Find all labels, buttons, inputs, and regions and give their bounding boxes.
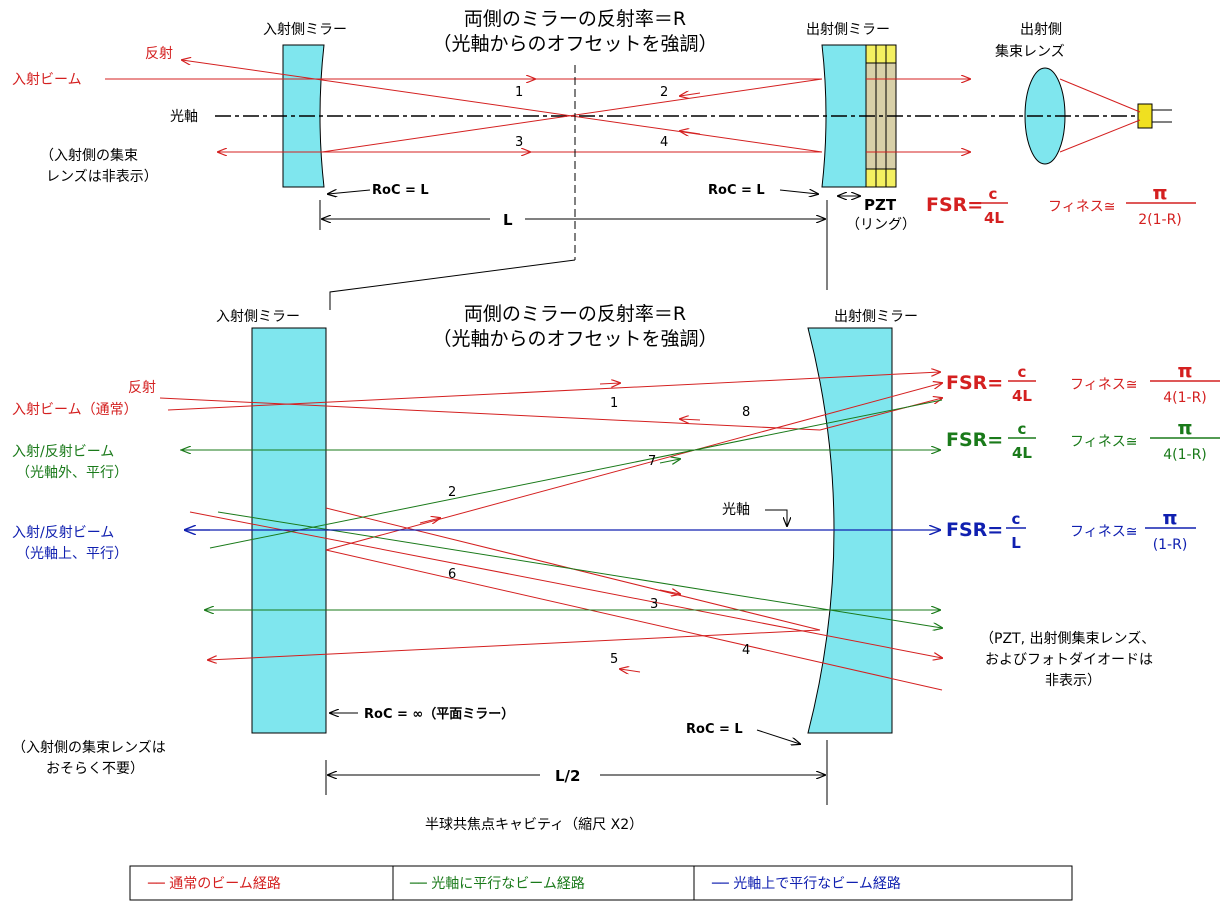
top-fsr-formula: FSR= c 4L [926,185,1008,227]
top-length-label: L [503,211,513,229]
bottom-optical-axis-label: 光軸 [722,502,750,518]
svg-text:フィネス≅: フィネス≅ [1070,524,1137,540]
bottom-ray-num-4: 4 [742,643,750,658]
top-roc-right: RoC = L [708,183,765,198]
svg-text:4L: 4L [984,209,1004,227]
legend-parallel: ── 光軸に平行なビーム経路 [409,876,585,892]
top-finesse-formula: フィネス≅ π 2(1-R) [1048,182,1196,228]
svg-text:FSR=: FSR= [926,194,983,216]
svg-text:4L: 4L [1012,444,1032,462]
svg-text:FSR=: FSR= [946,429,1003,451]
top-ray-num-1: 1 [515,85,523,100]
svg-text:4(1-R): 4(1-R) [1163,447,1207,463]
bottom-formula-red: FSR= c 4L フィネス≅ π 4(1-R) [946,360,1220,406]
bottom-input-beam-label: 入射ビーム（通常） [12,402,138,418]
svg-text:フィネス≅: フィネス≅ [1048,199,1115,215]
bottom-reflect-label: 反射 [128,380,156,396]
top-reflect-label: 反射 [145,46,173,62]
bottom-length-label: L/2 [555,767,580,785]
bottom-title-2: （光軸からのオフセットを強調） [432,328,717,350]
bottom-ray-num-3: 3 [650,597,658,612]
svg-text:FSR=: FSR= [946,372,1003,394]
svg-text:(1-R): (1-R) [1153,537,1188,553]
svg-text:c: c [1012,510,1021,528]
bottom-formula-blue: FSR= c L フィネス≅ π (1-R) [946,507,1196,553]
legend-normal: ── 通常のビーム経路 [147,876,281,892]
top-ray-num-3: 3 [515,135,523,150]
bottom-ray-num-6: 6 [448,567,456,582]
svg-text:π: π [1162,507,1177,529]
svg-text:π: π [1177,417,1192,439]
top-note-1: （入射側の集束 [40,147,138,164]
svg-text:フィネス≅: フィネス≅ [1070,377,1137,393]
svg-text:フィネス≅: フィネス≅ [1070,434,1137,450]
top-title-2: （光軸からのオフセットを強調） [432,33,717,55]
bottom-ray-num-8: 8 [742,405,750,420]
bottom-roc-flat: RoC = ∞（平面ミラー） [364,706,514,722]
bottom-note-out-2: およびフォトダイオードは [985,652,1153,668]
bottom-note-in-2: おそらく不要） [46,761,144,777]
top-output-mirror-label: 出射側ミラー [806,22,890,38]
top-title-1: 両側のミラーの反射率＝R [464,8,686,30]
bottom-ray-num-7: 7 [648,454,656,469]
bottom-offaxis-beam-label-2: （光軸外、平行） [16,465,128,481]
svg-text:c: c [989,185,998,203]
bottom-onaxis-beam-label-2: （光軸上、平行） [16,546,128,562]
svg-text:4L: 4L [1012,387,1032,405]
top-input-beam-label: 入射ビーム [12,72,82,88]
top-output-lens-label-2: 集束レンズ [995,43,1065,60]
legend-on-axis: ── 光軸上で平行なビーム経路 [711,876,901,892]
top-diagram [105,44,1172,310]
legend: ── 通常のビーム経路 ── 光軸に平行なビーム経路 ── 光軸上で平行なビーム… [129,865,1073,901]
bottom-onaxis-beam-label-1: 入射/反射ビーム [12,525,114,541]
svg-text:L: L [1011,534,1021,552]
bottom-ray-num-2: 2 [448,485,456,500]
top-note-2: レンズは非表示） [46,169,158,185]
svg-text:2(1-R): 2(1-R) [1138,212,1182,228]
top-pzt [865,44,897,188]
bottom-input-mirror-label: 入射側ミラー [216,309,300,325]
photodiode-icon [1137,103,1172,129]
top-ring-label: （リング） [846,217,916,233]
top-output-lens-label-1: 出射側 [1020,22,1062,38]
svg-text:4(1-R): 4(1-R) [1163,390,1207,406]
svg-text:c: c [1018,363,1027,381]
bottom-output-mirror-label: 出射側ミラー [834,309,918,325]
bottom-note-out-3: 非表示） [1045,673,1101,689]
bottom-formula-green: FSR= c 4L フィネス≅ π 4(1-R) [946,417,1220,463]
bottom-offaxis-beam-label-1: 入射/反射ビーム [12,444,114,460]
top-input-mirror-label: 入射側ミラー [263,22,347,38]
bottom-diagram [159,327,942,805]
bottom-ray-num-5: 5 [610,652,618,667]
top-ray-num-2: 2 [660,85,668,100]
svg-text:c: c [1018,420,1027,438]
top-ray-num-4: 4 [660,135,668,150]
svg-text:π: π [1177,360,1192,382]
top-roc-left: RoC = L [372,183,429,198]
bottom-note-in-1: （入射側の集束レンズは [12,739,166,756]
svg-text:FSR=: FSR= [946,519,1003,541]
svg-text:π: π [1152,182,1167,204]
bottom-title-1: 両側のミラーの反射率＝R [464,303,686,325]
bottom-ray-num-1: 1 [610,396,618,411]
bottom-caption: 半球共焦点キャビティ（縮尺 X2） [425,817,643,833]
top-optical-axis-label: 光軸 [170,109,198,125]
top-pzt-label: PZT [864,196,897,214]
bottom-note-out-1: （PZT, 出射側集束レンズ、 [980,630,1155,647]
bottom-roc-curved: RoC = L [686,722,743,737]
